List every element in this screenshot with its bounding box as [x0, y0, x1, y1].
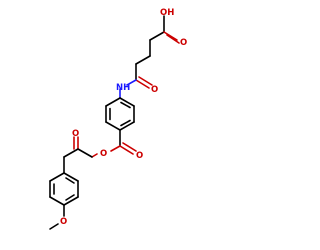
ring2-double-2: [65, 194, 75, 201]
bond-ch2-co: [77, 148, 93, 158]
ring1-bond-3: [105, 121, 121, 131]
ring2-bond-2: [49, 172, 65, 182]
ring2-bond-7: [63, 172, 79, 182]
ring2-double-3: [65, 177, 75, 184]
ring1-bond-1: [105, 97, 121, 107]
bond-amide-n: [126, 79, 137, 86]
atom-label-methoxy-o: O: [60, 217, 67, 227]
benzene-ring-1: [105, 97, 135, 131]
atom-label-nh: NH: [116, 83, 130, 93]
bond-methoxy-ch3: [49, 223, 59, 230]
ring1-double-3: [120, 101, 131, 109]
bond-ester-o-double: [119, 145, 134, 155]
atom-label-ester-o-double: O: [136, 151, 143, 161]
ring1-bond-6: [119, 97, 135, 107]
bond-amide-o-double: [138, 76, 153, 86]
ring2-bond-4: [49, 196, 65, 206]
bond-co-ring: [63, 148, 79, 158]
ring2-bond-5: [63, 196, 79, 206]
acid-chain: [119, 15, 180, 99]
bond-chain-3: [135, 55, 151, 65]
atom-label-amide-o: O: [151, 85, 158, 95]
atom-label-oh: OH: [160, 8, 174, 18]
molecule-structure: OH O NH O O O O O: [49, 8, 187, 230]
bond-amide-o: [135, 79, 150, 89]
bond-o-ch2: [91, 153, 98, 158]
benzene-ring-2: [49, 156, 79, 230]
atom-label-ketone-o: O: [72, 129, 79, 139]
bond-chain-1: [149, 31, 165, 41]
atom-label-acid-o: O: [180, 38, 187, 48]
atom-label-ester-o-single: O: [100, 149, 107, 159]
structure-canvas: OH O NH O O O O O: [49, 8, 188, 230]
ring1-double-2: [120, 119, 131, 127]
ring1-bond-4: [119, 121, 135, 131]
bond-cooh-o: [163, 31, 178, 41]
bond-cooh-o-double: [166, 34, 180, 44]
atom-labels: OH O NH O O O O O: [60, 8, 187, 227]
ester-linkage: [63, 129, 137, 158]
bond-ester-o-single: [110, 145, 121, 152]
bond-ester-o-double-2: [122, 142, 137, 152]
